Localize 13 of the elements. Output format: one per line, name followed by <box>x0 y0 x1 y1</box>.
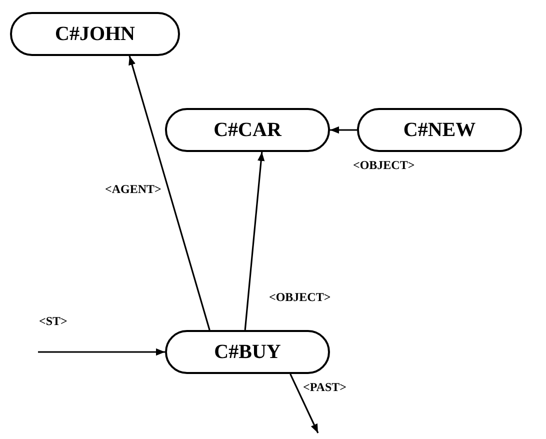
arrow <box>128 56 210 330</box>
arrow <box>330 126 357 134</box>
rounded-node <box>165 108 330 152</box>
arrow <box>38 348 165 356</box>
arrow <box>290 374 319 434</box>
node-label: C#CAR <box>214 118 282 142</box>
node-label: C#BUY <box>214 340 281 364</box>
arrow <box>244 152 265 330</box>
rounded-node <box>165 330 330 374</box>
node-label: C#NEW <box>403 118 476 142</box>
rounded-node <box>357 108 522 152</box>
rounded-node <box>10 12 180 56</box>
node-label: C#JOHN <box>55 22 135 46</box>
